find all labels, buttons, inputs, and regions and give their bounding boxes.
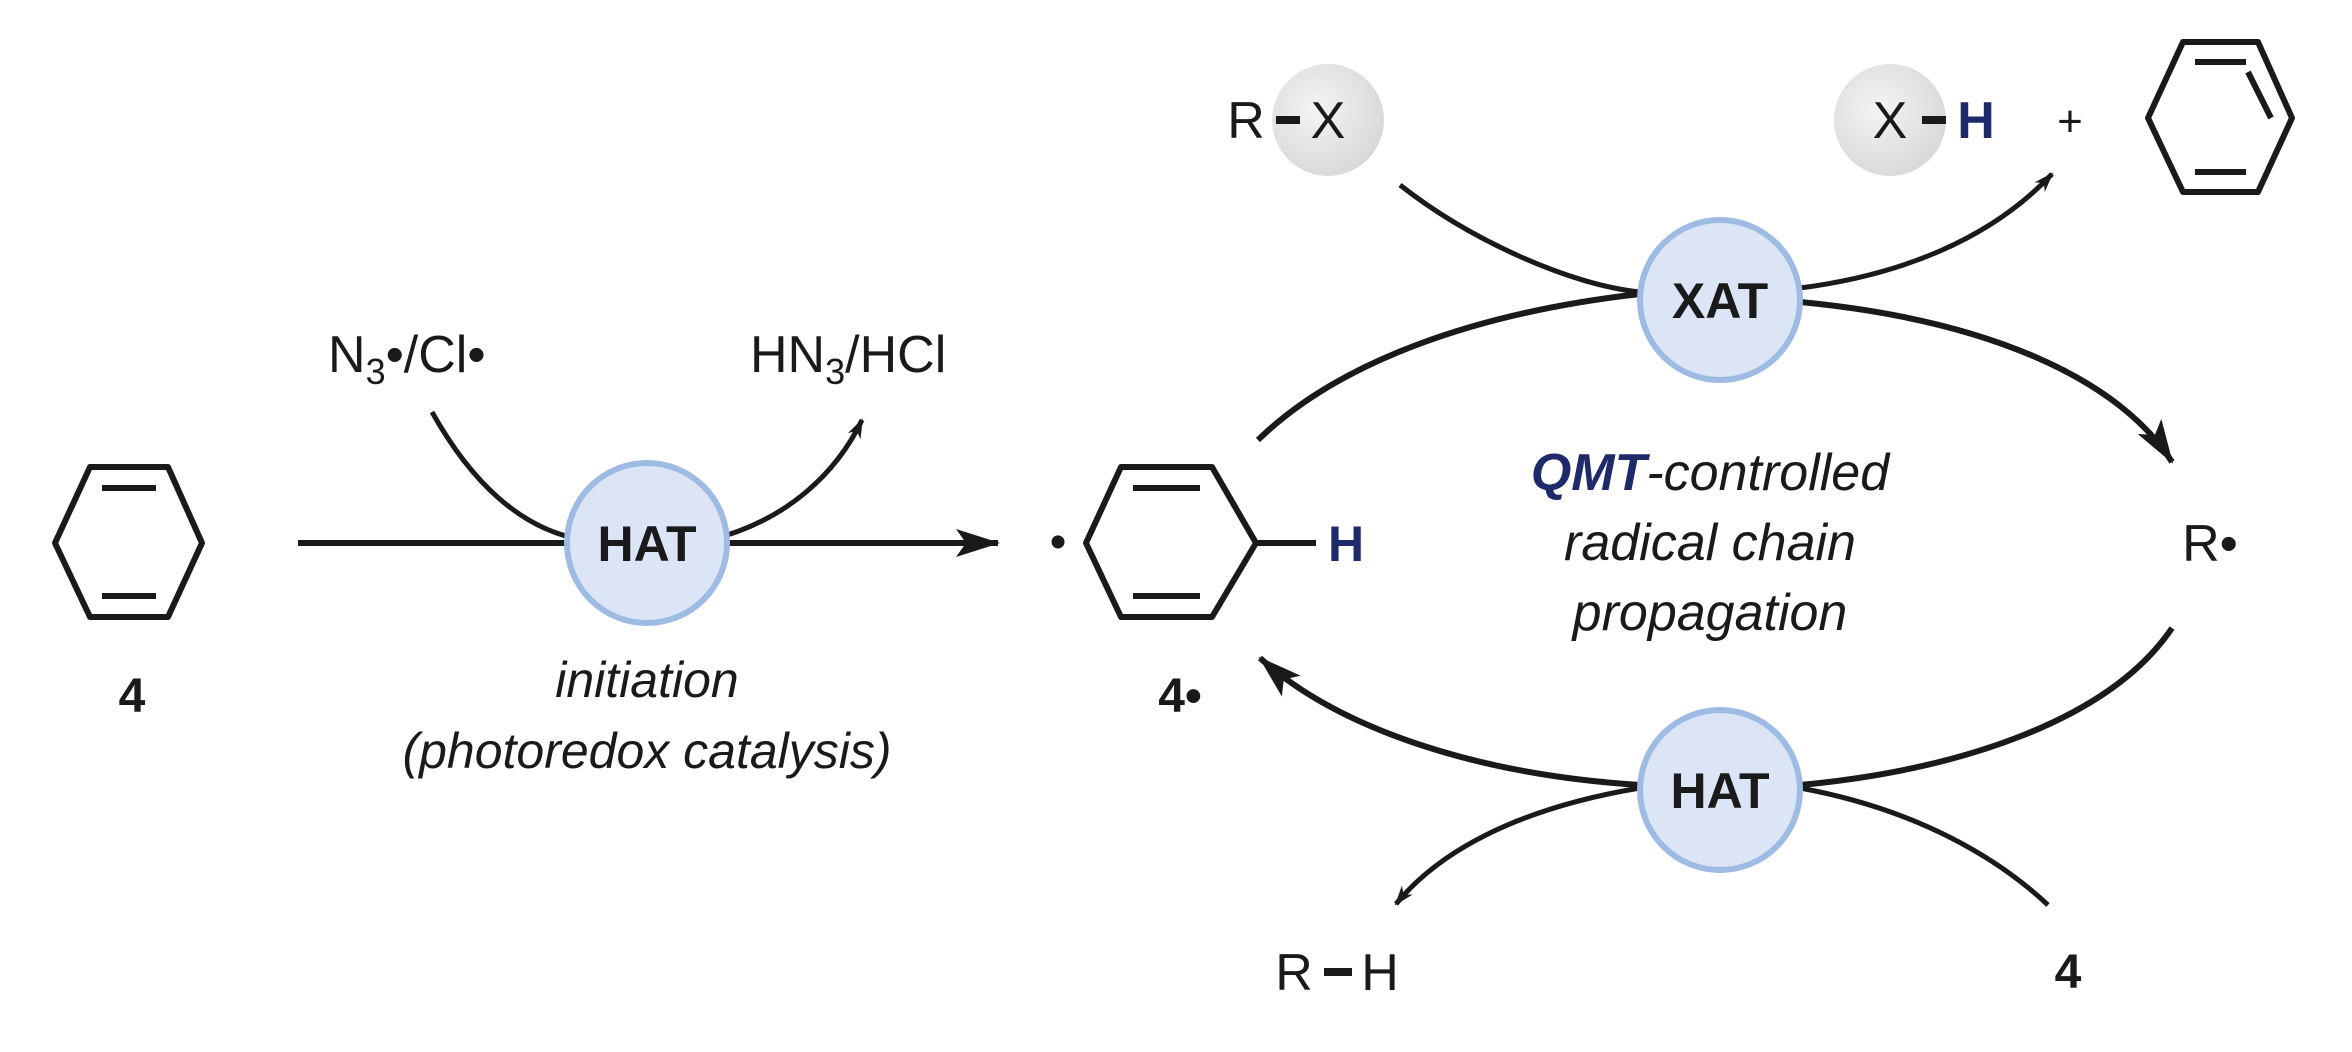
xat-product-arrow — [1799, 172, 2054, 291]
radical-dot: • — [1050, 516, 1067, 569]
cycle-lower-right-arc — [1799, 626, 2175, 788]
cycle-center-line3: propagation — [1571, 584, 1848, 642]
compound-4-label: 4 — [119, 670, 146, 723]
benzene-structure — [2145, 39, 2295, 195]
cycle-center-line1: QMT-controlled — [1531, 444, 1891, 502]
initiation-byproduct: HN3/HCl — [750, 326, 946, 392]
radical-h: H — [1328, 516, 1364, 572]
radical-4-label: 4• — [1158, 670, 1202, 723]
initiation-caption-line2: (photoredox catalysis) — [402, 723, 891, 779]
cycle-upper-left-arc — [1255, 291, 1641, 443]
propagation-hat-bubble — [1637, 707, 1803, 873]
initiation-hat-bubble — [564, 460, 730, 626]
xat-reagent-curve — [1398, 183, 1641, 295]
hat-product-arrow — [1394, 785, 1641, 906]
r-radical: R• — [2182, 515, 2238, 573]
xh-halogen-halo — [1834, 64, 1946, 176]
xh-x: X — [1873, 92, 1908, 150]
plus-sign: + — [2057, 97, 2083, 146]
initiation-caption-line1: initiation — [555, 652, 738, 708]
cycle-lower-left-arrow — [1257, 655, 1641, 788]
cycle-upper-right-arrow — [1799, 299, 2175, 464]
initiation-hat-label: HAT — [597, 516, 696, 572]
rx-x: X — [1311, 92, 1346, 150]
initiation-reagent: N3•/Cl• — [328, 326, 486, 392]
cyclohexadienyl-radical-structure — [1083, 464, 1316, 620]
xat-label: XAT — [1672, 273, 1768, 329]
rh-r: R — [1275, 944, 1313, 1002]
cyclohexadiene-structure — [52, 464, 205, 620]
rx-halogen-halo — [1272, 64, 1384, 176]
initiation-reagent-curve — [429, 410, 585, 543]
initiation-byproduct-arrow — [709, 418, 865, 543]
rx-r: R — [1227, 92, 1265, 150]
rh-h: H — [1361, 944, 1399, 1002]
hat-reagent-curve — [1799, 785, 2050, 907]
propagation-hat-label: HAT — [1670, 763, 1769, 819]
xh-h: H — [1957, 92, 1995, 150]
cycle-reagent-4: 4 — [2055, 946, 2082, 999]
xat-bubble — [1637, 217, 1803, 383]
cycle-center-line2: radical chain — [1564, 514, 1856, 572]
